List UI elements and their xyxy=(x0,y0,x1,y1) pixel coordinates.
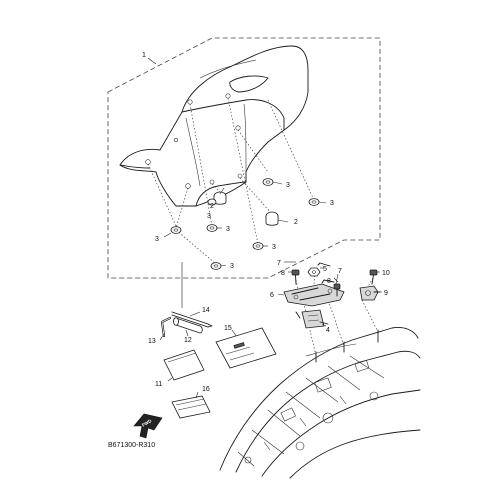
callout-14: 14 xyxy=(202,307,210,314)
tool-bag xyxy=(163,349,205,381)
fwd-label: FWD xyxy=(141,418,153,428)
callout-3-g: 3 xyxy=(207,213,211,220)
callout-12: 12 xyxy=(184,337,192,344)
callout-5: 5 xyxy=(323,266,327,273)
seat-lock-latch xyxy=(295,309,329,329)
bolt-10 xyxy=(369,269,378,285)
info-card xyxy=(171,395,211,419)
diagram-code: B671300-R310 xyxy=(108,442,155,449)
grommet-3-a xyxy=(170,226,182,234)
callout-7-left: 7 xyxy=(277,260,281,267)
grommet-3-e xyxy=(262,178,274,186)
callout-4: 4 xyxy=(326,327,330,334)
callout-3-d: 3 xyxy=(230,263,234,270)
callout-2-lower: 2 xyxy=(294,219,298,226)
seat xyxy=(119,45,309,207)
grommet-3-c xyxy=(252,242,264,250)
callout-6: 6 xyxy=(270,292,274,299)
grommet-3-g xyxy=(207,198,217,206)
callout-13: 13 xyxy=(148,338,156,345)
callout-3-f: 3 xyxy=(330,200,334,207)
screw-7-lower xyxy=(321,279,335,284)
bolt-8-left xyxy=(291,269,300,285)
callout-9: 9 xyxy=(384,290,388,297)
callout-3-a: 3 xyxy=(155,236,159,243)
seat-lock-bracket xyxy=(283,283,345,307)
fwd-arrow-icon: FWD xyxy=(133,413,163,439)
callout-7-right: 7 xyxy=(338,268,342,275)
callout-2-upper: 2 xyxy=(210,203,214,210)
callout-3-c: 3 xyxy=(272,244,276,251)
callout-3-e: 3 xyxy=(286,182,290,189)
grommet-3-b xyxy=(206,224,218,232)
tool-handle xyxy=(173,317,203,334)
grommet-3-f xyxy=(308,198,320,206)
callout-11: 11 xyxy=(155,381,162,388)
bolt-8-right xyxy=(333,283,341,297)
callout-leaders xyxy=(147,57,382,399)
screwdriver-bit xyxy=(171,311,213,328)
callout-1: 1 xyxy=(142,52,146,59)
callout-15: 15 xyxy=(224,325,232,332)
callout-16: 16 xyxy=(202,386,210,393)
damper-2-upper xyxy=(213,191,227,205)
grommet-3-d xyxy=(210,262,222,270)
seat-assembly-boundary xyxy=(107,37,381,279)
rear-frame xyxy=(219,327,421,479)
hex-wrench xyxy=(160,316,172,338)
callout-3-b: 3 xyxy=(226,226,230,233)
seat-mounting-guides xyxy=(147,97,315,265)
lock-holder xyxy=(359,285,381,301)
owners-manual xyxy=(215,327,277,369)
damper-2-lower xyxy=(265,211,279,226)
callout-8-right: 8 xyxy=(327,278,331,285)
screw-7-upper xyxy=(317,262,331,267)
callout-8-left: 8 xyxy=(281,270,285,277)
collar-5 xyxy=(307,267,321,277)
callout-10: 10 xyxy=(382,270,390,277)
